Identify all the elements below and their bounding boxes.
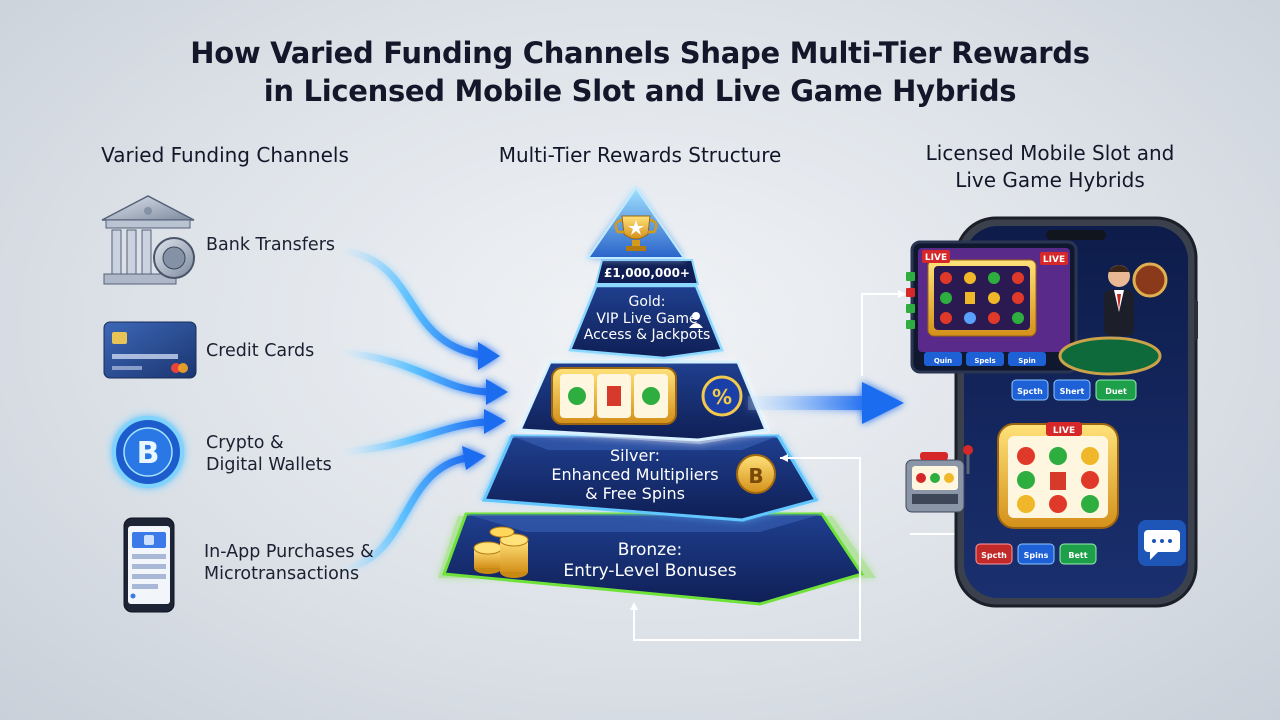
funding-channels-heading: Varied Funding Channels xyxy=(101,143,349,167)
phone-mid-button-3: Duet xyxy=(1105,387,1127,396)
bitcoin-icon: B xyxy=(102,406,194,498)
bitcoin-coin-icon: B xyxy=(736,454,776,494)
phone-mid-controls xyxy=(1011,379,1137,401)
funding-channel-credit-label: Credit Cards xyxy=(206,341,315,361)
funding-channel-credit: Credit Cards xyxy=(206,340,314,362)
tablet-live-badge: LIVE xyxy=(925,253,947,263)
silver-tier-desc-1: Enhanced Multipliers xyxy=(551,465,719,484)
funding-channel-bank-label: Bank Transfers xyxy=(206,235,336,255)
bronze-tier-label: Bronze: Entry-Level Bonuses xyxy=(520,540,780,582)
phone-mid-button-1: Spcth xyxy=(1017,387,1043,396)
diagram-title-line-1: How Varied Funding Channels Shape Multi-… xyxy=(190,36,1090,70)
bronze-tier-title: Bronze: xyxy=(617,540,683,560)
phone-bottom-controls xyxy=(975,543,1097,565)
vip-user-icon xyxy=(689,312,703,328)
side-icon-column xyxy=(906,272,915,329)
bronze-tier xyxy=(438,512,876,606)
hybrids-heading-line-2: Live Game Hybrids xyxy=(955,168,1145,192)
silver-tier-label: Silver: Enhanced Multipliers & Free Spin… xyxy=(520,446,750,503)
connector-lines xyxy=(630,290,968,641)
funding-channel-bank: Bank Transfers xyxy=(206,234,335,256)
prize-band xyxy=(594,259,700,285)
top-prize-amount: £1,000,000+ xyxy=(604,266,690,280)
chat-bubble-icon xyxy=(1138,520,1186,566)
gold-tier-desc-2: Access & Jackpots xyxy=(583,327,711,343)
hybrids-heading-line-1: Licensed Mobile Slot and xyxy=(925,141,1175,165)
phone-app-icon xyxy=(123,517,175,613)
slot-reels-icon xyxy=(551,367,677,425)
hybrid-flow-arrow xyxy=(748,382,904,424)
gold-coin-stack-icon xyxy=(473,526,529,578)
trophy-icon xyxy=(614,215,658,251)
svg-text:%: % xyxy=(712,385,732,409)
funding-channel-crypto-label-2: Digital Wallets xyxy=(206,455,332,475)
gold-tier-title: Gold: xyxy=(628,294,666,310)
phone-slot-machine xyxy=(997,422,1119,529)
live-game-tablet xyxy=(910,240,1078,374)
funding-channel-crypto: Crypto & Digital Wallets xyxy=(206,432,332,476)
phone-bottom-button-2: Spins xyxy=(1024,551,1049,560)
tablet-live-badge-2: LIVE xyxy=(1043,255,1065,265)
credit-card-icon xyxy=(103,321,197,379)
slot-live-badge: LIVE xyxy=(1053,426,1075,436)
rewards-structure-heading: Multi-Tier Rewards Structure xyxy=(498,143,782,167)
bronze-tier-desc: Entry-Level Bonuses xyxy=(563,561,737,581)
gold-tier xyxy=(568,284,724,362)
funding-channel-crypto-label-1: Crypto & xyxy=(206,433,284,453)
bank-vault-icon xyxy=(101,195,195,285)
funding-channel-inapp-label-2: Microtransactions xyxy=(204,564,360,584)
silver-tier-desc-2: & Free Spins xyxy=(585,484,685,503)
silver-tier-title: Silver: xyxy=(609,446,661,465)
funding-channel-inapp: In-App Purchases & Microtransactions xyxy=(204,541,374,585)
gold-tier-label: Gold: VIP Live Game Access & Jackpots xyxy=(578,294,716,344)
gold-tier-desc-1: VIP Live Game xyxy=(596,310,698,327)
silver-tier xyxy=(480,434,820,522)
phone-mid-button-2: Shert xyxy=(1060,387,1085,396)
svg-text:B: B xyxy=(748,464,763,488)
tablet-button-3: Spin xyxy=(1018,357,1035,365)
funding-flow-arrows xyxy=(339,246,508,574)
phone-bottom-button-3: Bett xyxy=(1068,551,1087,560)
tablet-button-2: Spels xyxy=(974,357,995,365)
tablet-button-1: Quin xyxy=(934,357,952,365)
percent-badge-icon: % xyxy=(701,375,743,417)
svg-text:B: B xyxy=(137,436,160,471)
live-dealer-icon xyxy=(1058,262,1168,376)
hybrids-heading: Licensed Mobile Slot and Live Game Hybri… xyxy=(900,140,1200,194)
diagram-title-line-2: in Licensed Mobile Slot and Live Game Hy… xyxy=(263,74,1017,108)
mini-slot-machine-icon xyxy=(905,445,973,513)
funding-channel-inapp-label-1: In-App Purchases & xyxy=(204,542,374,562)
phone-bottom-button-1: Spcth xyxy=(981,551,1007,560)
